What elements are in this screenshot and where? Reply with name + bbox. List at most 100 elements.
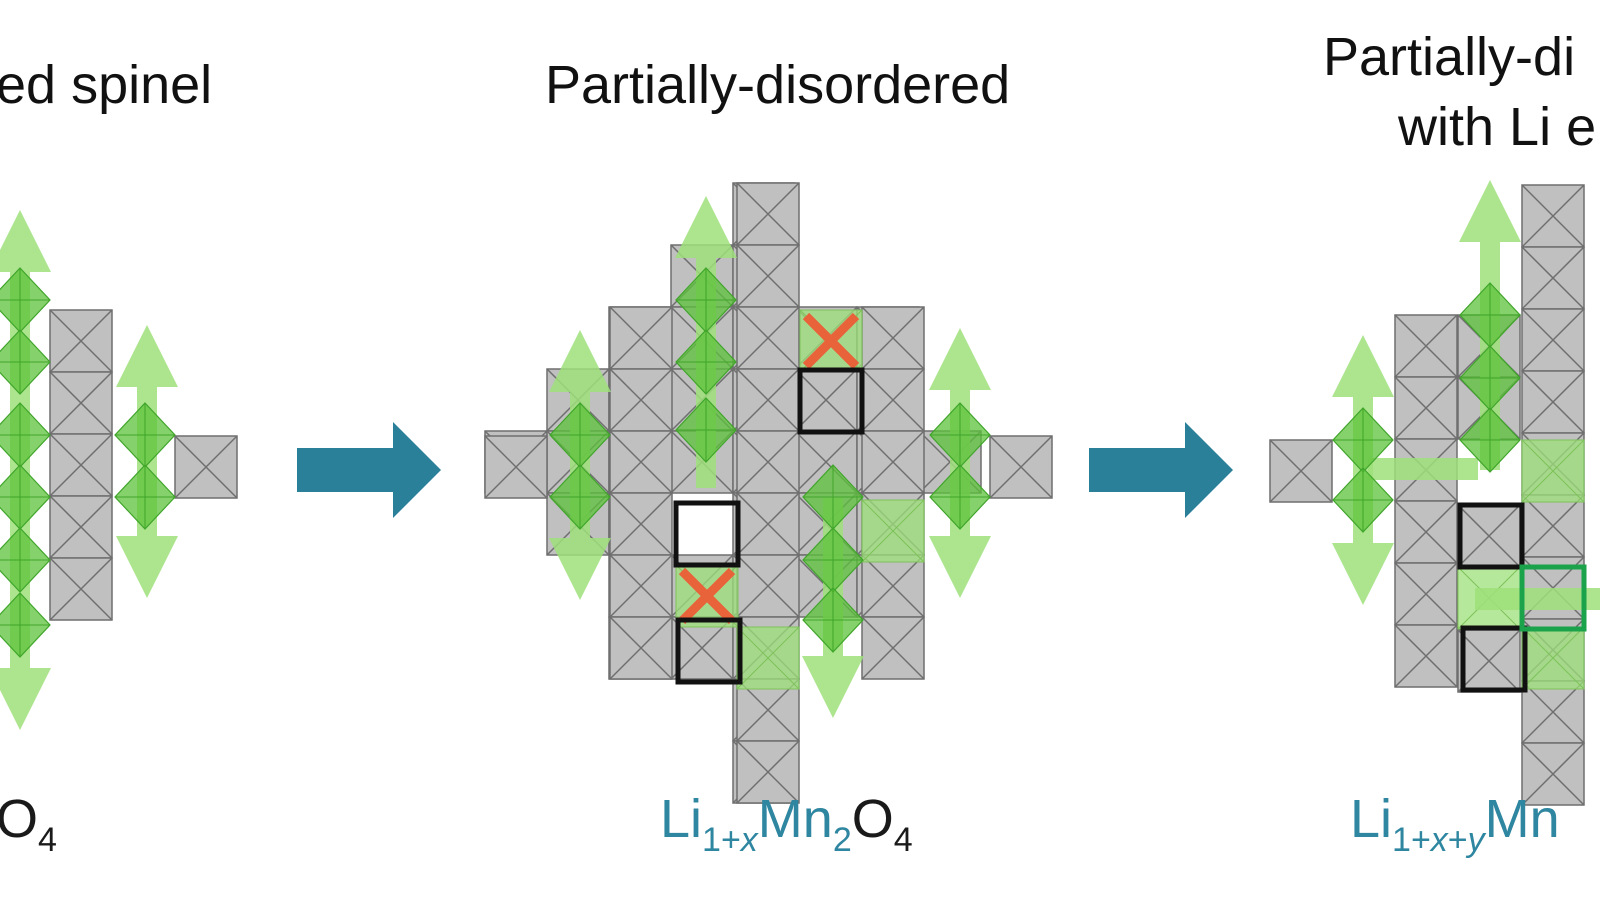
octahedron-edges [49,309,113,373]
octahedron-edges [861,368,925,432]
tetrahedron-edges [0,593,50,657]
tetrahedron-edges [676,398,736,462]
octahedron-edges [609,616,673,680]
octahedron-edges [1394,500,1458,564]
tetrahedron-edges [930,403,990,467]
octahedron-edges [49,557,113,621]
octahedron-edges [49,371,113,435]
tetrahedron-edges [0,268,50,332]
octahedron-edges [794,368,858,432]
tetrahedron-edges [676,330,736,394]
octahedron-edges [736,182,800,246]
tetrahedron-edges [1460,346,1520,410]
antisite-frame [797,367,865,435]
antisite-frame [1460,625,1528,693]
formula-part: 4 [38,821,57,859]
octahedron-edges [174,435,238,499]
site-edges [1521,626,1585,690]
octahedron-edges [609,554,673,618]
octahedron-edges [1521,308,1585,372]
tetrahedron-edges [1460,408,1520,472]
octahedron-edges [736,554,800,618]
formula-part: 1+ [1392,821,1431,859]
panel-1-title: ed spinel [0,55,213,115]
octahedron-edges [736,306,800,370]
octahedron-edges [609,368,673,432]
octahedron-edges [609,306,673,370]
site-edges [1521,439,1585,503]
tetrahedron-edges [115,403,175,467]
tetrahedron-edges [0,330,50,394]
antisite-frame [1519,564,1587,632]
panel-3-title-line-2: with Li e [1398,97,1597,157]
octahedron-edges [861,616,925,680]
panel-2-formula: Li1+xMn2O4 [660,792,913,857]
blocked-path-x-icon [678,567,736,625]
octahedron-edges [736,368,800,432]
tetrahedron-edges [115,465,175,529]
panel-3-formula: Li1+x+yMn [1350,792,1560,857]
formula-part: x [1430,821,1448,859]
octahedron-edges [736,492,800,556]
formula-part: 4 [893,821,913,859]
formula-part: + [1447,821,1468,859]
panel-1-formula: O4 [0,792,57,857]
tetrahedron-edges [0,465,50,529]
formula-part: 2 [832,821,852,859]
blocked-path-x-icon [802,312,860,370]
octahedron-edges [1269,439,1333,503]
li-diffusion-arrow [1368,458,1478,480]
site-edges [861,499,925,563]
octahedron-edges [1521,742,1585,806]
li-diffusion-arrow [1475,588,1600,610]
formula-part: 1+ [702,821,741,859]
formula-part: O [0,789,39,849]
tetrahedron-edges [676,268,736,332]
formula-part: Mn [1484,789,1560,849]
panel-3-title-line-1: Partially-di [1323,27,1576,87]
octahedron-edges [1394,376,1458,440]
octahedron-edges [49,433,113,497]
octahedron-edges [736,244,800,308]
formula-part: O [851,789,894,849]
octahedron-edges [484,435,548,499]
tetrahedron-edges [803,465,863,529]
octahedron-edges [736,430,800,494]
octahedron-edges [1521,370,1585,434]
tetrahedron-edges [930,465,990,529]
octahedron-edges [1457,629,1521,693]
formula-part: x [740,821,758,859]
site-edges [736,626,800,690]
octahedron-edges [736,740,800,804]
formula-part: Mn [757,789,833,849]
octahedron-edges [861,430,925,494]
formula-part: Li [1350,789,1393,849]
formula-part: Li [660,789,703,849]
tetrahedron-edges [803,528,863,592]
octahedron-edges [49,495,113,559]
tetrahedron-edges [550,403,610,467]
antisite-frame [1457,502,1525,570]
octahedron-edges [1521,246,1585,310]
transformation-arrow [1089,422,1233,518]
tetrahedron-edges [1333,468,1393,532]
tetrahedron-edges [1460,283,1520,347]
tetrahedron-edges [1333,408,1393,472]
formula-part: y [1467,821,1485,859]
antisite-frame [675,617,743,685]
octahedron-edges [1457,504,1521,568]
panel-2-title: Partially-disordered [545,55,1011,115]
octahedron-edges [1521,680,1585,744]
octahedron-edges [861,306,925,370]
octahedron-edges [989,435,1053,499]
octahedron-edges [1394,562,1458,626]
octahedron-edges [861,554,925,618]
tetrahedron-edges [0,403,50,467]
octahedron-edges [609,492,673,556]
octahedron-edges [1394,624,1458,688]
octahedron-edges [1521,184,1585,248]
tetrahedron-edges [550,465,610,529]
tetrahedron-edges [0,528,50,592]
transformation-arrow [297,422,441,518]
